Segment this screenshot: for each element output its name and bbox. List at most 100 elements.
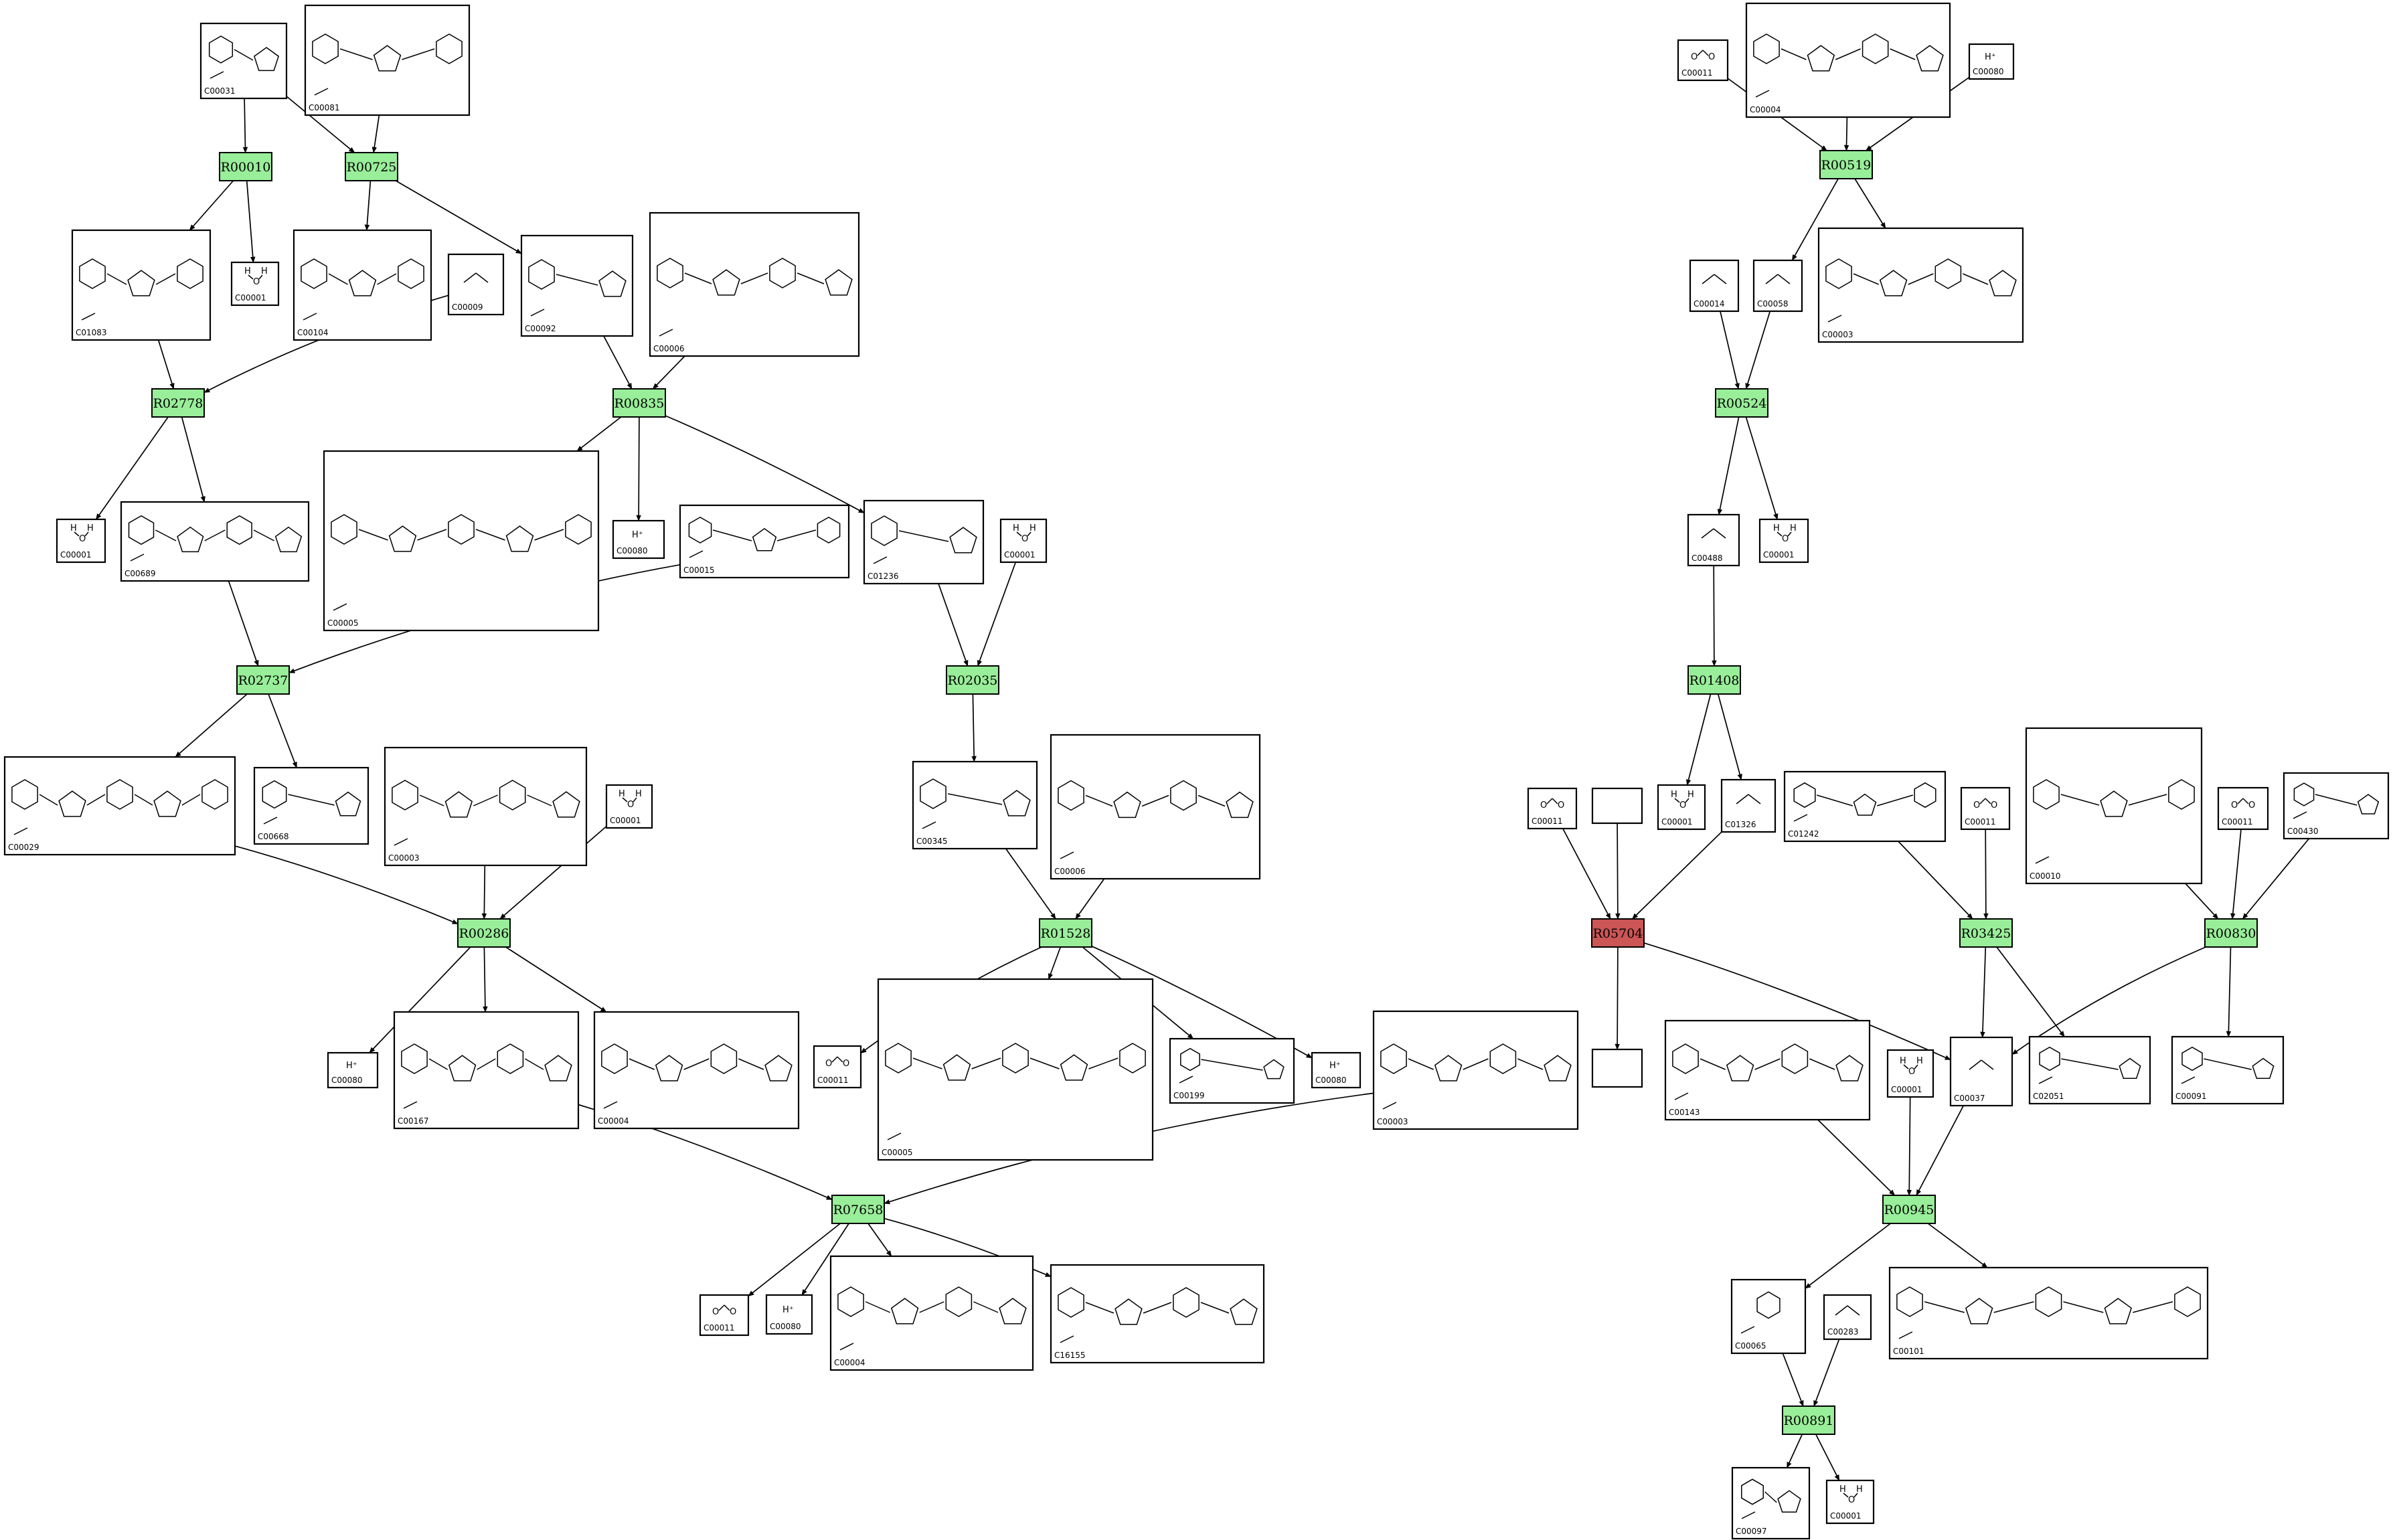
- nad-structure: [392, 780, 580, 846]
- compound-c01083[interactable]: C01083: [71, 229, 212, 341]
- compound-c00003[interactable]: C00003: [1372, 1010, 1579, 1130]
- edge-R00891-to-c_C00001_h: [1815, 1434, 1840, 1481]
- compound-id-label: C00080: [616, 546, 648, 555]
- reaction-r00830[interactable]: R00830: [2204, 918, 2258, 948]
- reaction-r01528[interactable]: R01528: [1039, 918, 1092, 948]
- reaction-r02035[interactable]: R02035: [946, 665, 999, 695]
- compound-box: [1677, 39, 1729, 82]
- compound-c00003[interactable]: C00003: [1817, 227, 2024, 343]
- compound-c00081[interactable]: C00081: [304, 4, 471, 116]
- phosphate-structure: [463, 272, 489, 283]
- svg-text:H⁺: H⁺: [632, 530, 643, 540]
- compound-c00014[interactable]: C00014: [1689, 259, 1740, 313]
- compound-c00080[interactable]: H⁺C00080: [1968, 43, 2015, 80]
- reaction-r02737[interactable]: R02737: [236, 665, 290, 695]
- svg-text:O: O: [1782, 534, 1789, 544]
- compound-id-label: C00001: [1891, 1085, 1922, 1094]
- compound-c00006[interactable]: C00006: [1050, 734, 1261, 880]
- compound-c00080[interactable]: H⁺C00080: [765, 1294, 813, 1335]
- reaction-r02778[interactable]: R02778: [151, 388, 205, 418]
- compound-c00037[interactable]: C00037: [1949, 1036, 2013, 1107]
- compound-c00004[interactable]: C00004: [1745, 2, 1951, 118]
- compound-c00005[interactable]: C00005: [323, 450, 600, 632]
- compound-c00283[interactable]: C00283: [1823, 1294, 1872, 1341]
- compound-c01236[interactable]: C01236: [863, 499, 985, 585]
- reaction-box: [1591, 918, 1645, 948]
- compound-c02051[interactable]: C02051: [2028, 1035, 2151, 1105]
- edge-R00835-to-c_C01236: [665, 415, 865, 514]
- compound-c00005[interactable]: C00005: [877, 978, 1154, 1161]
- reaction-r05704[interactable]: R05704: [1591, 918, 1645, 948]
- reaction-r00891[interactable]: R00891: [1782, 1405, 1835, 1435]
- compound-c00091[interactable]: C00091: [2171, 1035, 2285, 1105]
- reaction-r07658[interactable]: R07658: [831, 1195, 885, 1224]
- compound-box: [384, 746, 588, 867]
- compound-c00009[interactable]: C00009: [447, 253, 505, 316]
- compound-c00010[interactable]: C00010: [2025, 727, 2203, 885]
- compound-c00065[interactable]: C00065: [1730, 1278, 1807, 1355]
- reaction-box: [2204, 918, 2258, 948]
- reaction-label: R00835: [614, 396, 665, 411]
- compound-unlabeled[interactable]: [1591, 1048, 1643, 1088]
- compound-c00058[interactable]: C00058: [1752, 259, 1803, 313]
- compound-c00031[interactable]: C00031: [199, 22, 288, 100]
- edge-R00945-to-c_C00065: [1805, 1223, 1891, 1289]
- compound-c00080[interactable]: H⁺C00080: [1311, 1051, 1361, 1089]
- compound-c00143[interactable]: C00143: [1664, 1019, 1871, 1121]
- trehalose-structure: [79, 258, 203, 321]
- compound-c00015[interactable]: C00015: [679, 504, 850, 579]
- compound-c00097[interactable]: C00097: [1731, 1466, 1811, 1540]
- compound-c00104[interactable]: C00104: [293, 229, 432, 341]
- compound-c00668[interactable]: C00668: [253, 766, 369, 845]
- compound-c00689[interactable]: C00689: [120, 501, 310, 582]
- compound-c01242[interactable]: C01242: [1783, 770, 1947, 843]
- reaction-r00286[interactable]: R00286: [457, 918, 511, 948]
- edge-c_C00014-to-R00524: [1720, 311, 1740, 390]
- reaction-r01408[interactable]: R01408: [1687, 665, 1741, 695]
- compound-unlabeled[interactable]: [1591, 787, 1643, 825]
- compound-c00080[interactable]: H⁺ C00080: [612, 519, 665, 560]
- reaction-label: R00830: [2206, 926, 2256, 941]
- compound-c16155[interactable]: C16155: [1050, 1264, 1265, 1364]
- thf-structure: [1896, 1286, 2201, 1339]
- compound-c00488[interactable]: C00488: [1687, 513, 1740, 567]
- compound-c00029[interactable]: C00029: [3, 756, 236, 856]
- compound-c00199[interactable]: C00199: [1169, 1037, 1295, 1104]
- compound-c00430[interactable]: C00430: [2283, 772, 2390, 840]
- reaction-r03425[interactable]: R03425: [1959, 918, 2013, 948]
- svg-text:O: O: [1691, 52, 1698, 62]
- reaction-label: R00519: [1821, 158, 1872, 173]
- reaction-box: [1039, 918, 1092, 948]
- reaction-r00010[interactable]: R00010: [219, 152, 272, 181]
- compound-c01326[interactable]: C01326: [1720, 778, 1777, 833]
- compound-c00006[interactable]: C00006: [649, 211, 860, 357]
- compound-c00345[interactable]: C00345: [912, 760, 1038, 850]
- reaction-r00835[interactable]: R00835: [612, 388, 666, 418]
- reaction-r00519[interactable]: R00519: [1819, 150, 1873, 179]
- compound-c00167[interactable]: C00167: [393, 1011, 580, 1130]
- reaction-r00725[interactable]: R00725: [345, 152, 398, 181]
- reaction-r00524[interactable]: R00524: [1715, 388, 1768, 418]
- reaction-r00945[interactable]: R00945: [1882, 1195, 1936, 1224]
- edge-c_C00001_c-to-R02035: [977, 562, 1017, 667]
- compound-c00092[interactable]: C00092: [520, 234, 634, 337]
- compound-c00004[interactable]: C00004: [593, 1011, 800, 1130]
- compound-c00101[interactable]: C00101: [1888, 1266, 2209, 1360]
- compound-c00004[interactable]: C00004: [829, 1255, 1034, 1371]
- compound-c00003[interactable]: C00003: [384, 746, 588, 867]
- compound-c00080[interactable]: H⁺C00080: [327, 1051, 379, 1089]
